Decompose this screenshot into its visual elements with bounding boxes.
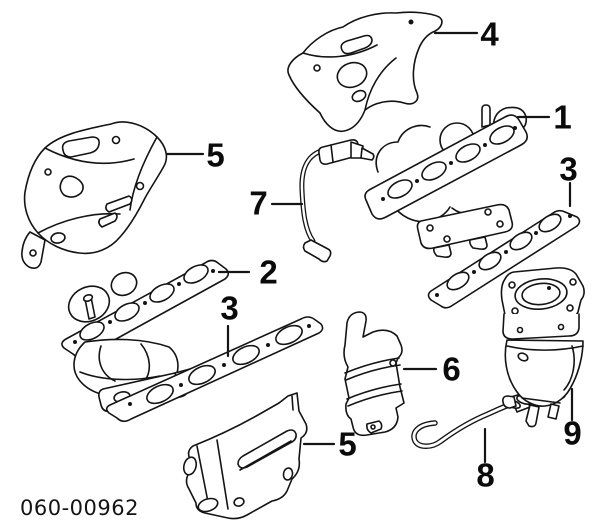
part-converter-heat-shield [343,311,405,437]
part-gasket-right [427,209,581,309]
part-catalytic-converter [500,267,585,428]
part-gasket-center [105,316,324,423]
drawing-code: 060-00962 [20,496,139,520]
part-heat-protector-upper-left [21,121,168,269]
callout-4: 4 [480,15,498,53]
callout-9: 9 [563,414,581,452]
callout-6: 6 [442,350,460,388]
callout-1: 1 [553,98,571,136]
callout-5-top: 5 [206,136,224,174]
part-exhaust-manifold [364,104,528,258]
callout-7: 7 [249,184,267,222]
callout-2: 2 [259,253,277,291]
part-oxygen-sensor [299,139,375,263]
leader-lines [165,31,574,464]
callout-3-right: 3 [559,150,577,188]
part-heat-shield-top [287,11,443,133]
callout-3-center: 3 [220,289,238,327]
part-heat-protector-bottom [182,392,308,520]
callout-5-bottom: 5 [338,425,356,463]
callout-8: 8 [476,456,494,494]
